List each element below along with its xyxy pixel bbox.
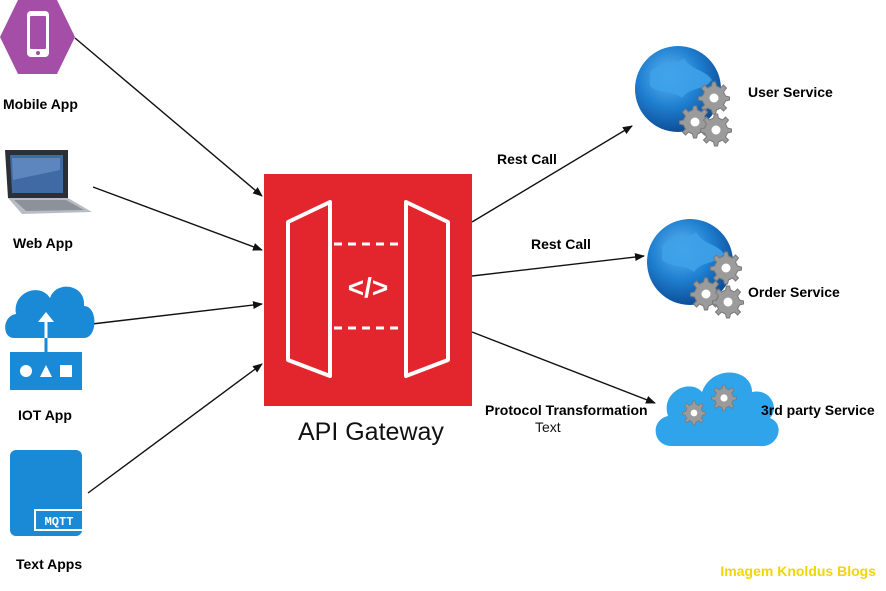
client-arrows — [74, 37, 263, 494]
mqtt-label: MQTT — [45, 515, 74, 529]
third-party-service-label: 3rd party Service — [761, 402, 875, 418]
user-service-label: User Service — [748, 84, 833, 100]
globe-gear-icon — [635, 46, 732, 147]
web-app-label: Web App — [13, 235, 73, 251]
mobile-app-label: Mobile App — [3, 96, 78, 112]
text-apps-label: Text Apps — [16, 556, 83, 572]
arrow-iot-to-gateway — [91, 301, 263, 325]
mqtt-icon: MQTT — [10, 450, 84, 536]
api-gateway-title: API Gateway — [298, 418, 444, 446]
laptop-icon — [5, 150, 92, 214]
protocol-sub-label: Text — [535, 419, 561, 435]
rest-call-label-1: Rest Call — [497, 151, 557, 167]
code-icon: </> — [348, 272, 388, 303]
arrow-gateway-to-third-party — [471, 331, 656, 404]
arrow-web-to-gateway — [92, 186, 263, 251]
iot-cloud-icon — [5, 286, 95, 390]
cloud-gear-icon — [655, 372, 779, 447]
watermark: Imagem Knoldus Blogs — [720, 563, 876, 579]
arrow-mobile-to-gateway — [74, 37, 263, 197]
protocol-transformation-label: Protocol Transformation — [485, 402, 648, 418]
iot-app-label: IOT App — [18, 407, 72, 423]
api-gateway-block: </> — [264, 174, 472, 406]
globe-gear-icon — [647, 219, 744, 319]
order-service-label: Order Service — [748, 284, 840, 300]
arrow-text-to-gateway — [87, 363, 263, 494]
arrow-gateway-to-order-service — [471, 253, 645, 277]
service-arrows — [471, 125, 656, 404]
arrow-gateway-to-user-service — [471, 125, 633, 223]
mobile-phone-icon — [0, 0, 75, 74]
rest-call-label-2: Rest Call — [531, 236, 591, 252]
